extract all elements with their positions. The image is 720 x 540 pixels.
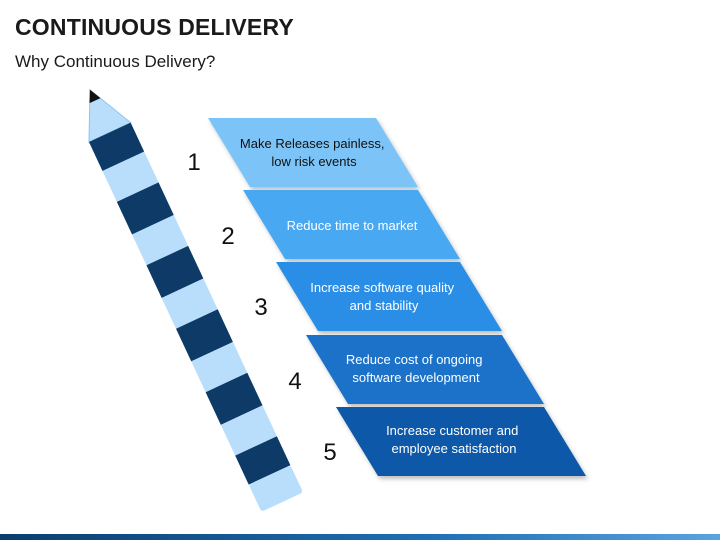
step-3-label: Increase software quality and stability [310,280,457,313]
pencil [88,88,303,511]
pencil-band [205,372,263,425]
step-5-panel [336,407,586,476]
step-1-label: Make Releases painless, low risk events [240,136,388,169]
step-number: 4 [288,368,301,395]
pencil-band [235,436,291,485]
pencil-end [249,466,303,511]
pencil-band [191,341,248,393]
step-number: 1 [187,149,200,176]
pencil-band [102,151,159,202]
page-subtitle: Why Continuous Delivery? [15,52,216,71]
step-4-label: Reduce cost of ongoing software developm… [346,352,486,385]
pencil-tip [88,88,132,143]
page-title: CONTINUOUS DELIVERY [15,14,294,40]
step-number: 5 [323,439,336,466]
step-3-panel [276,262,502,331]
pencil-band [161,278,218,329]
step-5-label: Increase customer and employee satisfact… [386,423,522,456]
pencil-band [146,245,204,298]
step-4-panel [306,335,544,404]
step-2-label: Reduce time to market [287,218,418,233]
pencil-band [116,182,174,235]
pencil-band [88,122,145,172]
pencil-lead-icon [89,89,101,104]
bottom-accent-bar [0,534,720,540]
step-numbers: 1 2 3 4 5 [187,149,336,466]
step-2-panel [243,190,460,259]
step-number: 2 [221,223,234,250]
step-labels: Make Releases painless, low risk events … [240,136,522,456]
step-1-panel [208,118,418,187]
pencil-band [132,215,189,266]
step-panels [208,118,586,476]
pencil-band [176,309,233,362]
step-number: 3 [254,294,267,321]
pencil-band [220,405,277,456]
